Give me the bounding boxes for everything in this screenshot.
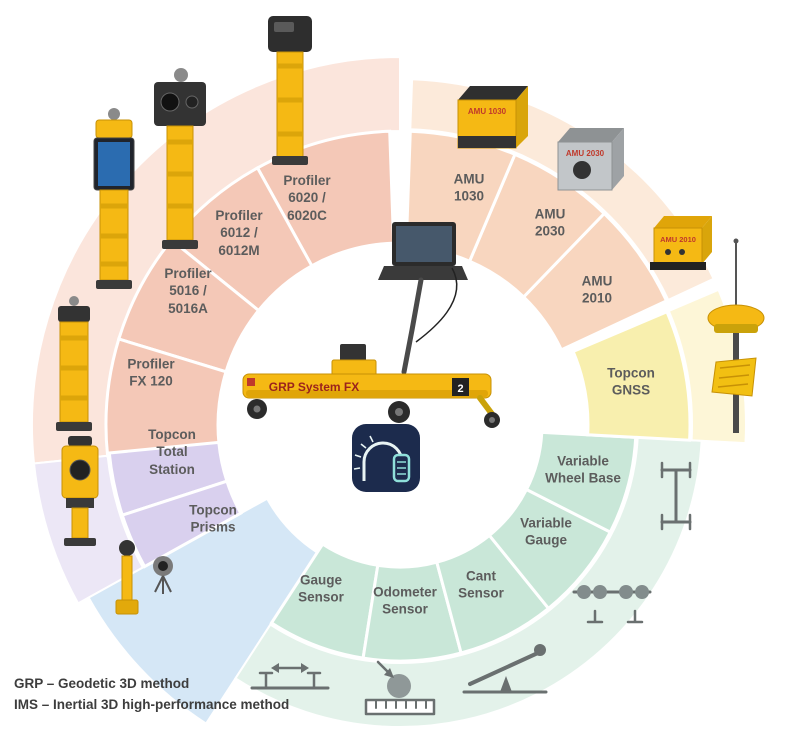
amu-2030-box-label: AMU 2030 bbox=[566, 149, 605, 158]
amu-2010-box-label: AMU 2010 bbox=[660, 235, 696, 244]
amu-2010-photo: AMU 2010 bbox=[650, 216, 712, 270]
amu-1030-box-label: AMU 1030 bbox=[468, 107, 507, 116]
sensor-icons bbox=[250, 461, 692, 716]
ring-prism-pole-area bbox=[87, 497, 319, 725]
mini-prism-photo bbox=[153, 556, 173, 594]
legend: GRP – Geodetic 3D method IMS – Inertial … bbox=[14, 674, 289, 716]
wedge-topcon-prisms bbox=[120, 479, 243, 569]
trolley-unit-number: 2 bbox=[457, 383, 463, 395]
wedge-topcon-gnss bbox=[571, 309, 692, 442]
product-photos: AMU 1030 AMU 2030 AMU 2010 bbox=[56, 16, 765, 615]
profiler-photo-top bbox=[268, 16, 312, 165]
gnss-pole-photo bbox=[707, 238, 765, 433]
amu-2030-photo: AMU 2030 bbox=[557, 128, 624, 191]
grp-trolley: GRP System FX 2 bbox=[242, 222, 500, 428]
gauge-sensor-icon bbox=[250, 663, 330, 690]
ring-sensor-outer bbox=[234, 436, 703, 729]
prism-pole-photo bbox=[115, 540, 139, 615]
wedge-profiler-fx120 bbox=[104, 337, 228, 458]
amu-1030-photo: AMU 1030 bbox=[457, 86, 528, 149]
profiler-photo-camera bbox=[154, 68, 206, 249]
total-station-photo bbox=[61, 436, 99, 546]
profiler-photo-screen bbox=[93, 108, 135, 289]
beam-logo bbox=[247, 378, 255, 386]
legend-grp: GRP – Geodetic 3D method bbox=[14, 676, 190, 691]
odometer-sensor-icon bbox=[364, 660, 436, 716]
tunnel-scan-icon bbox=[352, 424, 420, 492]
grp-system-fx-label: GRP System FX bbox=[269, 380, 359, 394]
variable-gauge-icon bbox=[572, 585, 652, 624]
profiler-photo-short bbox=[56, 296, 92, 431]
legend-ims: IMS – Inertial 3D high-performance metho… bbox=[14, 696, 290, 712]
cant-sensor-icon bbox=[462, 644, 548, 694]
variable-wheel-base-icon bbox=[660, 461, 692, 531]
